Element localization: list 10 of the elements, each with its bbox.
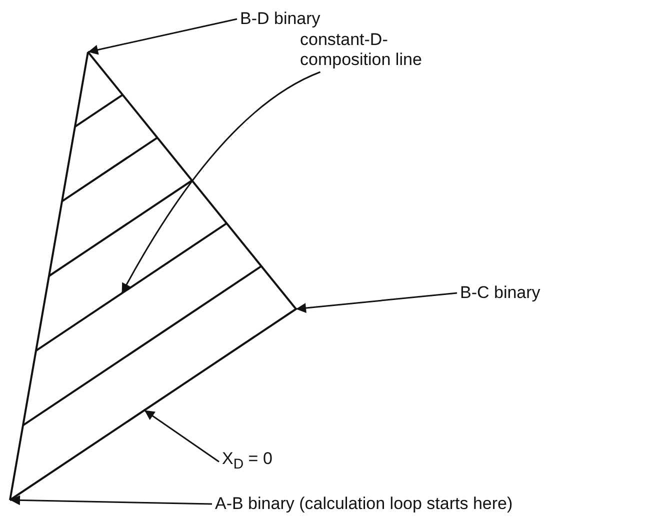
leader-line	[121, 71, 321, 294]
callout-label: X$_{D}$ = 0	[222, 449, 272, 474]
callout-label: constant-D-composition line	[300, 30, 435, 70]
callout-label: A-B binary (calculation loop starts here)	[215, 494, 513, 514]
leader-line	[10, 495, 212, 506]
leader-line	[144, 410, 220, 462]
leader-line	[296, 292, 458, 313]
callout-label: B-D binary	[240, 9, 320, 29]
callout-label: B-C binary	[460, 283, 540, 303]
leader-line	[88, 18, 238, 55]
